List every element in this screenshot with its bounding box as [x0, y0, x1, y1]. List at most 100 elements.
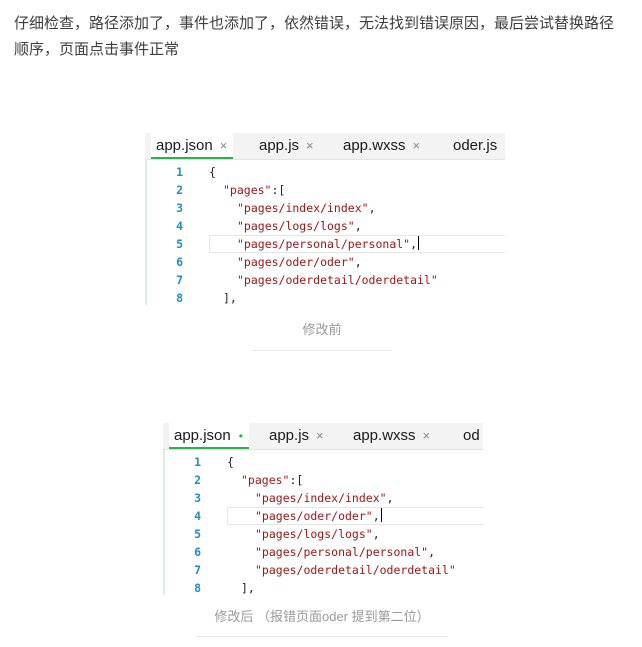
tab-label: oder.js — [453, 137, 498, 154]
text-cursor — [418, 236, 420, 250]
tab-label: app.wxss — [353, 427, 416, 444]
unsaved-dot-icon: • — [238, 429, 243, 443]
punctuation-token: , — [410, 237, 418, 251]
code-text: { — [227, 453, 234, 471]
punctuation-token: , — [372, 509, 380, 523]
code-text: "pages/oder/oder", — [255, 507, 382, 525]
intro-paragraph: 仔细检查，路径添加了，事件也添加了，依然错误，无法找到错误原因，最后尝试替换路径… — [14, 14, 615, 58]
line-number: 8 — [194, 581, 201, 595]
line-number: 2 — [176, 183, 183, 197]
punctuation-token: ], — [223, 291, 237, 305]
code-line: 7 "pages/oderdetail/oderdetail" — [165, 561, 483, 579]
close-icon[interactable]: × — [412, 138, 421, 153]
editor-tab[interactable]: app.wxss × — [343, 133, 421, 159]
punctuation-token: :[ — [289, 473, 304, 487]
punctuation-token: , — [354, 219, 362, 233]
editor-tab[interactable]: od — [463, 423, 480, 449]
code-editor: 1{2"pages":[3"pages/index/index",4"pages… — [163, 450, 483, 595]
caption-before: 修改前 — [302, 322, 342, 337]
editor-tab-bar: app.json • app.js × app.wxss × od — [163, 423, 483, 450]
code-text: "pages":[ — [241, 471, 303, 489]
line-number: 7 — [194, 563, 201, 577]
line-number: 8 — [176, 291, 183, 305]
string-token: "pages/personal/personal" — [255, 545, 429, 559]
tab-label: app.js — [269, 427, 310, 444]
close-icon[interactable]: × — [219, 138, 228, 153]
code-editor: 1{2"pages":[3"pages/index/index",4"pages… — [145, 160, 505, 305]
code-line: 3"pages/index/index", — [165, 489, 483, 507]
punctuation-token: , — [368, 201, 376, 215]
code-text: ], — [223, 289, 237, 305]
code-line: 4 "pages/logs/logs", — [147, 217, 505, 235]
punctuation-token: :[ — [271, 183, 286, 197]
punctuation-token: , — [386, 491, 394, 505]
editor-tab[interactable]: app.json × — [151, 133, 234, 159]
line-number: 1 — [194, 455, 201, 469]
code-line: 8], — [165, 579, 483, 595]
tab-label: app.js — [259, 137, 300, 154]
line-number: 4 — [194, 509, 201, 523]
close-icon[interactable]: × — [316, 428, 324, 443]
line-number: 6 — [176, 255, 183, 269]
string-token: "pages/oderdetail/oderdetail" — [237, 273, 438, 287]
code-line: 1{ — [165, 453, 483, 471]
close-icon[interactable]: × — [306, 138, 314, 153]
text-cursor — [380, 508, 382, 522]
line-number: 6 — [194, 545, 201, 559]
string-token: "pages/personal/personal" — [237, 237, 411, 251]
current-line-highlight — [227, 507, 483, 525]
editor-tab[interactable]: app.json • — [169, 423, 249, 449]
line-number: 2 — [194, 473, 201, 487]
string-token: "pages" — [241, 473, 290, 487]
code-text: { — [209, 163, 216, 181]
code-line: 5 "pages/personal/personal", — [147, 235, 505, 253]
punctuation-token: { — [209, 165, 216, 179]
screenshot-before: app.json×app.js×app.wxss×oder.js 1{2"pag… — [145, 133, 505, 305]
string-token: "pages/logs/logs" — [255, 527, 373, 541]
tab-label: app.json — [156, 137, 213, 154]
caption-underline — [196, 636, 448, 637]
code-line: 2 "pages":[ — [147, 181, 505, 199]
string-token: "pages/logs/logs" — [237, 219, 355, 233]
code-text: "pages/index/index", — [237, 199, 376, 217]
code-text: "pages/oderdetail/oderdetail" — [255, 561, 456, 579]
code-line: 5 "pages/logs/logs", — [165, 525, 483, 543]
editor-tab[interactable]: app.wxss × — [353, 423, 431, 449]
code-line: 4 "pages/oder/oder", — [165, 507, 483, 525]
string-token: "pages/oder/oder" — [255, 509, 373, 523]
code-text: "pages/oder/oder", — [237, 253, 362, 271]
punctuation-token: ], — [241, 581, 255, 595]
code-text: "pages/oderdetail/oderdetail" — [237, 271, 438, 289]
code-line: 6 "pages/personal/personal", — [165, 543, 483, 561]
current-line-highlight — [209, 235, 505, 253]
line-number: 1 — [176, 165, 183, 179]
line-number: 3 — [176, 201, 183, 215]
code-line: 2 "pages":[ — [165, 471, 483, 489]
code-text: ], — [241, 579, 255, 595]
line-number: 7 — [176, 273, 183, 287]
code-text: "pages/personal/personal", — [255, 543, 435, 561]
string-token: "pages/oderdetail/oderdetail" — [255, 563, 456, 577]
close-icon[interactable]: × — [422, 428, 431, 443]
string-token: "pages/index/index" — [255, 491, 387, 505]
tab-label: app.json — [174, 427, 231, 444]
code-line: 3 "pages/index/index", — [147, 199, 505, 217]
string-token: "pages/oder/oder" — [237, 255, 355, 269]
editor-tab[interactable]: oder.js — [453, 133, 498, 159]
punctuation-token: { — [227, 455, 234, 469]
editor-tab[interactable]: app.js × — [259, 133, 314, 159]
tab-label: app.wxss — [343, 137, 406, 154]
string-token: "pages" — [223, 183, 272, 197]
code-text: "pages":[ — [223, 181, 285, 199]
code-line: 6 "pages/oder/oder", — [147, 253, 505, 271]
code-text: "pages/index/index", — [255, 489, 394, 507]
editor-tab[interactable]: app.js × — [269, 423, 324, 449]
line-number: 5 — [176, 237, 183, 251]
code-text: "pages/logs/logs", — [255, 525, 380, 543]
caption-underline — [252, 350, 392, 351]
screenshot-after: app.json•app.js×app.wxss×od 1{2"pages":[… — [163, 423, 483, 595]
code-line: 7 "pages/oderdetail/oderdetail" — [147, 271, 505, 289]
line-number: 5 — [194, 527, 201, 541]
line-number: 4 — [176, 219, 183, 233]
code-line: 1{ — [147, 163, 505, 181]
